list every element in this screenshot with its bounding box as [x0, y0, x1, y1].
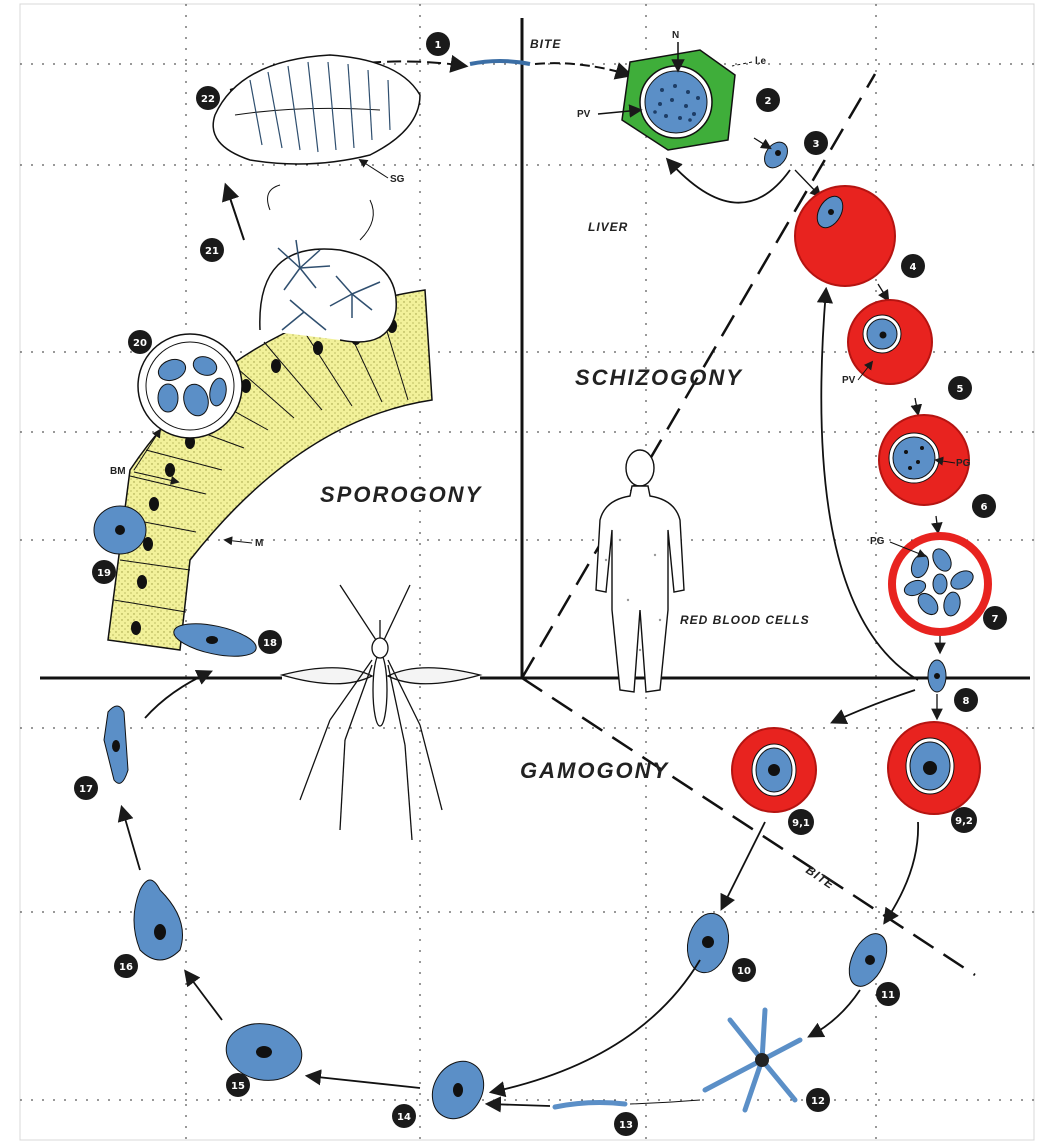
abbr-pv: PV	[577, 109, 591, 120]
abbr-sg: SG	[390, 174, 405, 185]
stage-badge-18: 18	[258, 630, 282, 654]
arrow-10-to-14	[492, 960, 700, 1092]
stage-badge-22: 22	[196, 86, 220, 110]
svg-text:9,1: 9,1	[792, 818, 810, 829]
stage-badge-9-2: 9,2	[951, 807, 977, 833]
svg-text:1: 1	[435, 40, 442, 51]
svg-text:15: 15	[231, 1081, 245, 1092]
microgamete-stage13	[555, 1103, 625, 1107]
svg-text:13: 13	[619, 1120, 633, 1131]
stage-badge-20: 20	[128, 330, 152, 354]
stage-badge-19: 19	[92, 560, 116, 584]
red-blood-cells-label: RED BLOOD CELLS	[680, 613, 810, 627]
svg-text:5: 5	[957, 384, 964, 395]
svg-text:9,2: 9,2	[955, 816, 973, 827]
gamogony-label: GAMOGONY	[520, 758, 670, 783]
stage-badge-14: 14	[392, 1104, 416, 1128]
arrow-9-2-to-11	[885, 822, 918, 922]
svg-text:4: 4	[910, 262, 917, 273]
sporozoite-stage1	[470, 61, 530, 64]
rbc-gametocyte-9-2	[888, 722, 980, 814]
stage-badge-11: 11	[876, 982, 900, 1006]
stage-badge-21: 21	[200, 238, 224, 262]
exflagellation-stage12	[705, 1010, 800, 1110]
svg-text:18: 18	[263, 638, 277, 649]
sporogony-label: SPOROGONY	[320, 482, 483, 507]
svg-text:17: 17	[79, 784, 93, 795]
rbc-gametocyte-9-1	[732, 728, 816, 812]
stage-badge-10: 10	[732, 958, 756, 982]
oocyst-stage20	[138, 334, 242, 438]
arrow-15-to-16	[186, 972, 222, 1020]
salivary-gland-stage22	[213, 55, 420, 164]
stage-badge-17: 17	[74, 776, 98, 800]
stage-badge-6: 6	[972, 494, 996, 518]
stage-badge-3: 3	[804, 131, 828, 155]
schizogony-label: SCHIZOGONY	[575, 365, 743, 390]
stage-badge-2: 2	[756, 88, 780, 112]
rbc-stage7-schizont	[892, 536, 988, 632]
stage-badge-12: 12	[806, 1088, 830, 1112]
abbr-m: M	[255, 538, 263, 549]
arrow-21-to-22	[226, 186, 244, 240]
oocyst-rupture-stage21	[260, 185, 396, 342]
stage-badge-4: 4	[901, 254, 925, 278]
arrow-11-to-12	[810, 990, 860, 1036]
human-figure-icon	[596, 450, 684, 692]
stage-badge-5: 5	[948, 376, 972, 400]
svg-text:6: 6	[981, 502, 988, 513]
abbr-le: l.e	[755, 56, 767, 67]
arrow-13-to-14	[488, 1104, 550, 1106]
svg-text:16: 16	[119, 962, 133, 973]
svg-text:20: 20	[133, 338, 147, 349]
abbr-bm: BM	[110, 466, 126, 477]
abbr-n: N	[672, 30, 679, 41]
liver-label: LIVER	[588, 220, 628, 234]
bite-label-top: BITE	[530, 37, 561, 51]
svg-text:14: 14	[397, 1112, 411, 1123]
abbr-pv-rbc: PV	[842, 375, 856, 386]
svg-text:2: 2	[765, 96, 772, 107]
stage-badge-15: 15	[226, 1073, 250, 1097]
stage-badge-8: 8	[954, 688, 978, 712]
stage-badge-16: 16	[114, 954, 138, 978]
svg-text:12: 12	[811, 1096, 825, 1107]
abbr-pg: PG	[870, 536, 885, 547]
svg-text:7: 7	[992, 614, 999, 625]
svg-text:21: 21	[205, 246, 219, 257]
bite-label-diagonal: BITE	[803, 863, 837, 892]
rbc-stage4	[795, 186, 895, 286]
svg-text:19: 19	[97, 568, 111, 579]
mosquito-icon	[282, 585, 480, 840]
stage-badge-9-1: 9,1	[788, 809, 814, 835]
abbr-pg-cell6: PG	[956, 458, 971, 469]
svg-text:11: 11	[881, 990, 895, 1001]
svg-text:22: 22	[201, 94, 215, 105]
arrow-8-to-9-1	[833, 690, 915, 722]
arrow-9-1-to-10	[722, 822, 765, 908]
midgut-wall	[108, 290, 432, 650]
ookinete-stage16	[134, 880, 183, 960]
stage-badge-7: 7	[983, 606, 1007, 630]
stage-badge-13: 13	[614, 1112, 638, 1136]
svg-text:10: 10	[737, 966, 751, 977]
arrow-16-to-17	[122, 808, 140, 870]
arrow-14-to-15	[308, 1076, 420, 1088]
rbc-stage5	[848, 300, 932, 384]
svg-text:8: 8	[963, 696, 970, 707]
arrow-1-to-2	[535, 63, 630, 75]
svg-text:3: 3	[813, 139, 820, 150]
stage-badge-1: 1	[426, 32, 450, 56]
